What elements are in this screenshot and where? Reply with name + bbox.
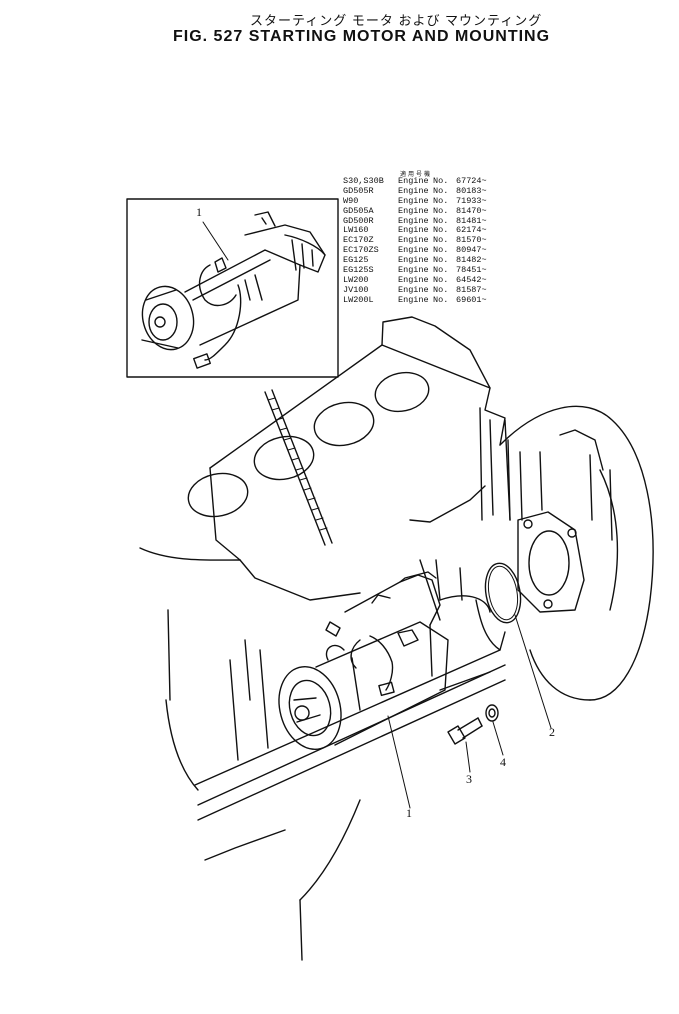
engine-label: Engine [398,195,429,206]
harness-strap [264,389,333,546]
no-label: No. [433,195,449,206]
no-label: No. [433,176,449,186]
callout-washer: 4 [500,755,506,769]
leader-3 [465,741,471,773]
model-name: GD505A [343,205,374,216]
serial-row: GD505R Engine No. 80183~ [343,185,513,197]
callout-oring: 2 [549,725,555,739]
serial-row: GD505A Engine No. 81470~ [343,205,513,217]
model-name: LW200L [343,294,374,305]
inset-box [126,198,339,378]
leader-4 [492,721,504,756]
serial-number: 81587~ [456,284,487,295]
callout-motor: 1 [406,806,412,820]
model-name: GD505R [343,185,374,196]
serial-row: S30,S30B Engine No. 67724~ [343,176,513,187]
figure-title: FIG. 527 STARTING MOTOR AND MOUNTING [173,28,551,45]
engine-label: Engine [398,245,429,256]
no-label: No. [433,294,449,305]
engine-label: Engine [398,205,429,216]
o-ring [484,562,522,624]
leader-2 [514,614,552,729]
model-name: W90 [343,195,359,206]
serial-header: 適用号機 [400,172,433,178]
serial-number: 71933~ [456,195,487,206]
leader-1 [387,715,411,809]
serial-row: LW160 Engine No. 62174~ [343,226,513,236]
callout-inset-motor: 1 [196,205,202,219]
washer [485,704,499,722]
engine-label: Engine [398,235,429,246]
serial-number: 69601~ [456,294,487,305]
engine-label: Engine [398,274,429,285]
serial-number: 80947~ [456,245,487,256]
no-label: No. [433,284,449,295]
model-name: S30,S30B [343,176,384,186]
no-label: No. [433,245,449,256]
serial-number: 67724~ [456,176,487,186]
model-name: EC170ZS [343,245,379,256]
serial-number: 81470~ [456,205,487,216]
engine-block [139,316,654,961]
engine-label: Engine [398,284,429,295]
engine-label: Engine [398,294,429,305]
engine-label: Engine [398,255,429,266]
serial-number: 78451~ [456,265,487,276]
bolt [447,717,483,745]
serial-number: 64542~ [456,274,487,285]
serial-row: EG125 Engine No. 81482~ [343,255,513,266]
model-name: GD500R [343,215,374,226]
serial-row: W90 Engine No. 71933~ [343,195,513,207]
serial-number: 81481~ [456,215,487,226]
engine-label: Engine [398,265,429,276]
serial-row: EC170Z Engine No. 81570~ [343,235,513,246]
no-label: No. [433,225,449,236]
serial-row: LW200 Engine No. 64542~ [343,274,513,286]
no-label: No. [433,215,449,226]
engine-label: Engine [398,176,429,186]
serial-row: EC170ZS Engine No. 80947~ [343,245,513,256]
serial-row: GD500R Engine No. 81481~ [343,215,513,227]
no-label: No. [433,274,449,285]
engine-label: Engine [398,185,429,196]
serial-number: 81482~ [456,255,487,266]
serial-row: LW200L Engine No. 69601~ [343,294,513,306]
engine-label: Engine [398,215,429,226]
serial-row: EG125S Engine No. 78451~ [343,265,513,276]
callout-bolt: 3 [466,772,472,786]
serial-number: 80183~ [456,185,487,196]
starting-motor [278,571,491,751]
engine-label: Engine [398,225,429,236]
serial-number: 81570~ [456,235,487,246]
model-name: JV100 [343,284,369,295]
title-jp: スターティング モータ および マウンティング [250,13,543,28]
no-label: No. [433,265,449,276]
inset-leader [202,221,229,261]
model-name: EG125 [343,255,369,266]
model-name: LW200 [343,274,369,285]
no-label: No. [433,235,449,246]
model-name: LW160 [343,225,369,236]
serial-number: 62174~ [456,225,487,236]
model-name: EC170Z [343,235,374,246]
no-label: No. [433,255,449,266]
no-label: No. [433,205,449,216]
model-name: EG125S [343,265,374,276]
serial-row: JV100 Engine No. 81587~ [343,284,513,296]
no-label: No. [433,185,449,196]
